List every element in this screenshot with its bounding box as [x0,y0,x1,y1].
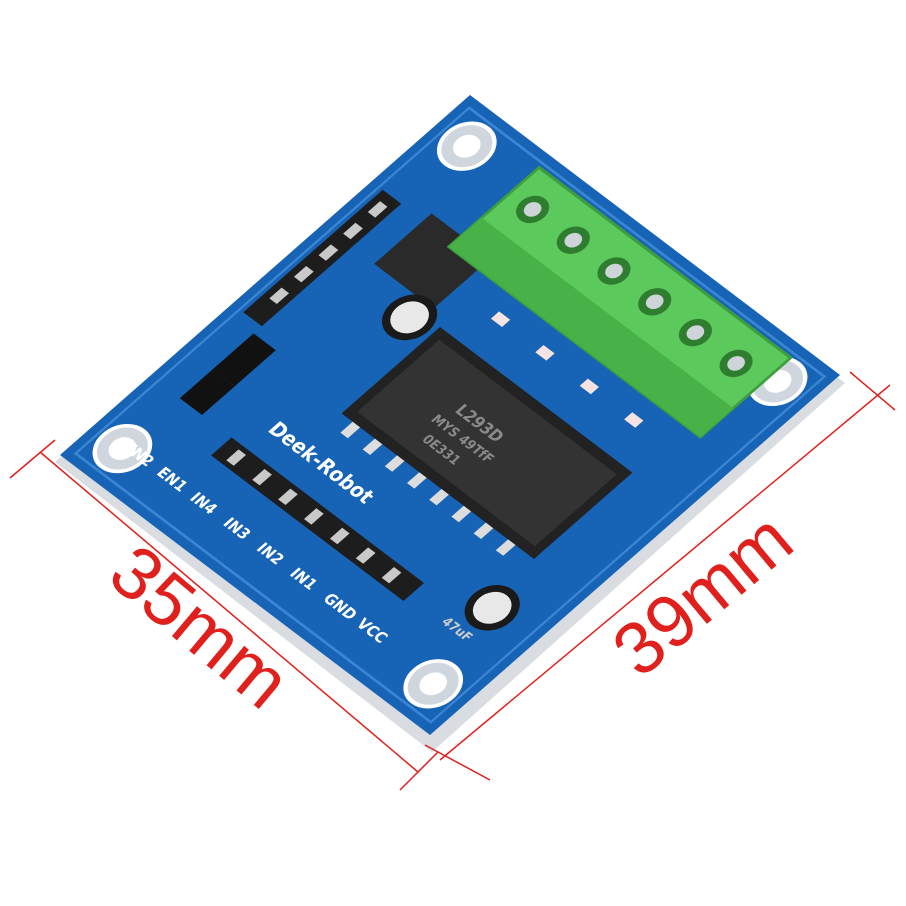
green-screw-terminal [446,165,794,439]
board-outline [73,106,827,724]
height-dimension-line [439,384,891,761]
capacitor [381,294,438,341]
height-tick [424,744,491,781]
leds [490,311,644,428]
mounting-hole [92,423,153,474]
ic-pins [340,421,516,556]
bottom-pin-header [211,437,425,601]
width-tick [399,751,439,791]
dimension-lines [9,371,896,791]
width-tick [9,439,56,479]
jumpers [179,333,276,415]
left-pin-header [243,189,402,327]
mounting-hole [436,121,497,171]
l293d-chip: L293D MYS 49TfF 0E331 [341,326,633,559]
mounting-hole [403,659,464,709]
height-tick [849,371,896,411]
width-dimension-line [39,451,419,773]
